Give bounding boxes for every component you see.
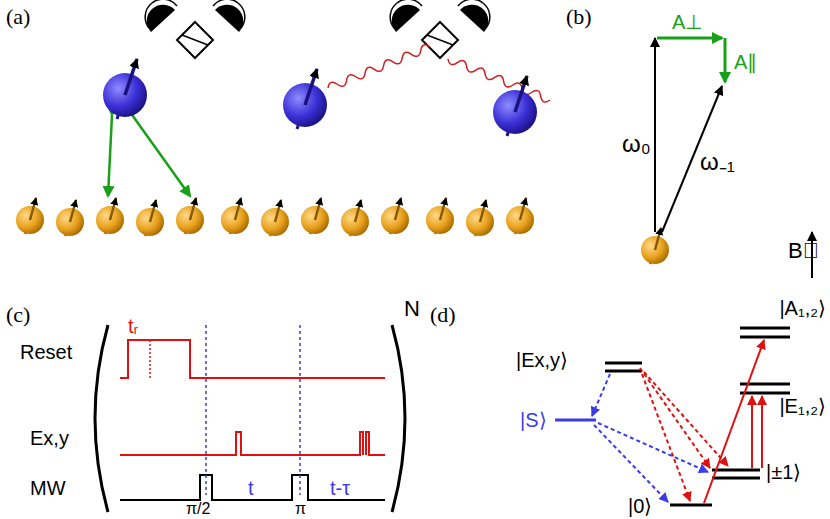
- panel-label: (a): [6, 6, 30, 28]
- state-label: |S⟩: [520, 410, 547, 430]
- time-label: t-τ: [330, 478, 350, 498]
- frequency-label: ω₀: [622, 132, 651, 156]
- frequency-label: ω₋₁: [700, 150, 735, 174]
- panel-label: (c): [6, 304, 30, 326]
- pulse-label: π: [295, 501, 306, 517]
- panel-label: (d): [430, 304, 456, 326]
- coupling-label: A⊥: [672, 12, 702, 32]
- panel-label: (b): [566, 6, 592, 28]
- time-label: t: [248, 478, 254, 498]
- row-label: Reset: [20, 342, 72, 362]
- coupling-label: A∥: [734, 52, 757, 72]
- row-label: MW: [30, 478, 66, 498]
- state-label: |0⟩: [628, 496, 652, 516]
- state-label: |Ex,y⟩: [516, 350, 568, 370]
- repeat-label: N: [404, 298, 420, 320]
- pulse-label: π/2: [186, 501, 210, 517]
- field-label: B⃗: [788, 240, 819, 262]
- state-label: |E₁,₂⟩: [779, 396, 826, 416]
- state-label: |A₁,₂⟩: [779, 298, 826, 318]
- row-label: Ex,y: [30, 428, 69, 448]
- time-label: tᵣ: [128, 316, 138, 336]
- state-label: |±1⟩: [766, 462, 801, 482]
